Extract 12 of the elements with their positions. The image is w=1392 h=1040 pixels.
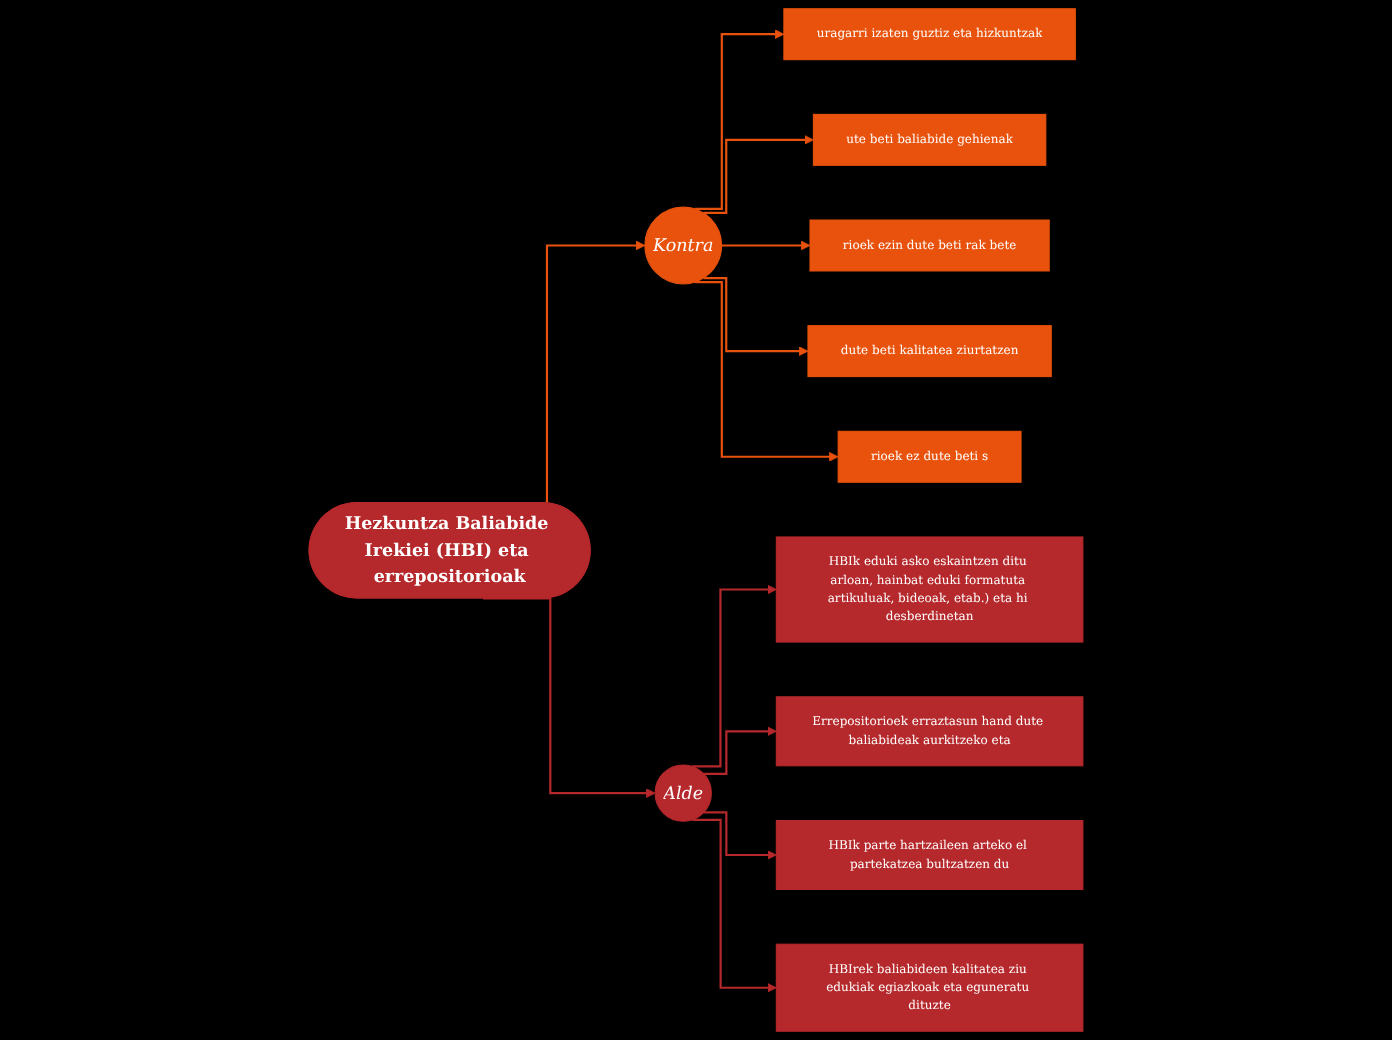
- arrow: [692, 818, 777, 993]
- arrow: [703, 135, 814, 215]
- arrow: [694, 281, 839, 462]
- arrow: [703, 276, 809, 356]
- arrow: [691, 584, 777, 768]
- arrow: [703, 811, 777, 860]
- node-circle: Alde: [654, 764, 712, 822]
- arrow: [483, 597, 656, 798]
- node-circle: Kontra: [644, 206, 723, 285]
- arrow: [703, 726, 777, 775]
- arrow: [694, 29, 785, 210]
- arrow: [721, 240, 811, 251]
